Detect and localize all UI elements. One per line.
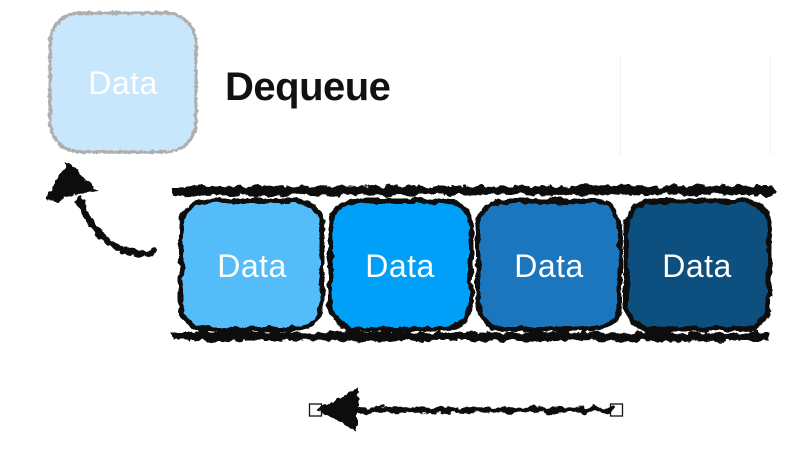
dequeued-item-label: Data	[88, 65, 158, 101]
flow-arrow-head	[316, 388, 358, 432]
queue-item: Data	[475, 198, 623, 332]
queue-top-rail	[171, 185, 775, 196]
dequeued-item-box	[48, 11, 198, 154]
dequeue-arrow-head	[46, 161, 100, 203]
queue-item-box	[178, 198, 325, 332]
queue-item-label: Data	[365, 248, 435, 284]
queue-item-label: Data	[514, 248, 584, 284]
queue-item-box	[623, 198, 772, 332]
queue-item: Data	[327, 198, 474, 332]
queue-item-label: Data	[217, 248, 287, 284]
flow-arrow	[308, 388, 624, 432]
dequeued-item: Data	[48, 11, 198, 154]
dequeue-arrow-curve	[75, 196, 157, 257]
queue-item: Data	[623, 198, 772, 332]
operation-title: Dequeue	[225, 65, 390, 109]
queue: Data Data Data Data	[171, 185, 775, 342]
dequeue-arrow	[46, 161, 157, 257]
queue-item-label: Data	[662, 248, 732, 284]
queue-bottom-rail	[171, 331, 771, 342]
queue-item-box	[327, 198, 474, 332]
queue-item-box	[475, 198, 623, 332]
queue-item: Data	[178, 198, 325, 332]
